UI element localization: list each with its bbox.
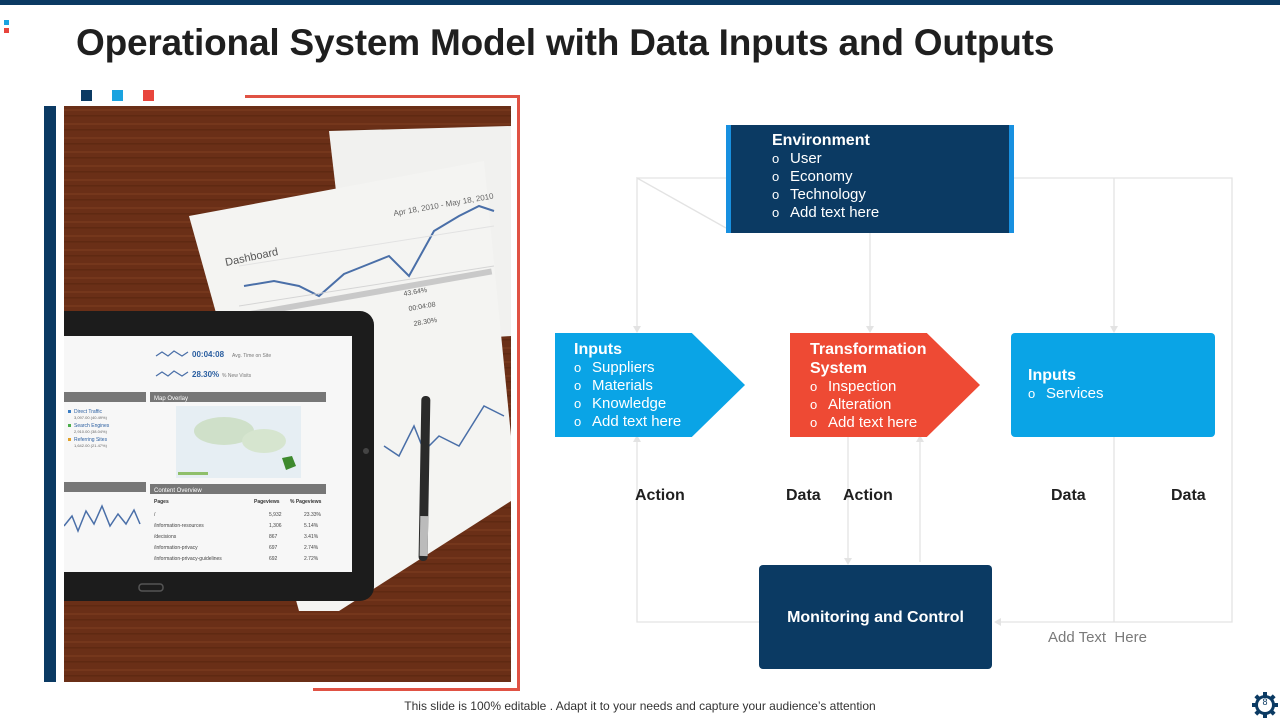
inputs-item: Knowledge	[574, 395, 745, 413]
screen-source-2: Search Engines	[74, 423, 110, 429]
gear-icon	[1251, 691, 1279, 719]
slide-footer: This slide is 100% editable . Adapt it t…	[404, 699, 876, 713]
screen-table-row: /decisions	[154, 534, 177, 540]
label-action-1: Action	[635, 487, 685, 504]
screen-table-cell: 2.74%	[304, 545, 319, 551]
transformation-title-line2: System	[810, 360, 867, 377]
environment-item: User	[772, 150, 1009, 168]
outputs-title: Inputs	[1028, 367, 1076, 384]
label-action-2: Action	[843, 487, 893, 504]
screen-table-row: /information-resources	[154, 523, 204, 529]
screen-table-header-pages: Pages	[154, 499, 169, 505]
paper-stat-2: 00:04:08	[408, 301, 436, 313]
label-data-3: Data	[1171, 487, 1206, 504]
corner-accent-cyan	[4, 20, 9, 25]
dashboard-photo: Dashboard Apr 18, 2010 - May 18, 2010 43…	[64, 106, 511, 682]
label-data-2: Data	[1051, 487, 1086, 504]
screen-table-cell: 1,306	[269, 523, 282, 529]
environment-item: Technology	[772, 186, 1009, 204]
transformation-title-line1: Transformation	[810, 341, 927, 358]
screen-table-cell: 867	[269, 534, 278, 540]
screen-source-1: Direct Traffic	[74, 409, 102, 415]
screen-time-on-site-label: Avg. Time on Site	[232, 353, 271, 359]
screen-map-overlay: Map Overlay	[154, 396, 188, 402]
screen-source-3: Referring Sites	[74, 437, 108, 443]
screen-table-cell: 23.33%	[304, 512, 322, 518]
label-add-text: Add Text Here	[1048, 629, 1147, 646]
screen-source-1-value: 3,097.00 (40.49%)	[74, 415, 108, 420]
transformation-item: Alteration	[810, 396, 980, 414]
screen-table-row: /information-privacy-guidelines	[154, 556, 222, 562]
inputs-title: Inputs	[574, 341, 622, 358]
screen-table-cell: 5,932	[269, 512, 282, 518]
photo-frame-right	[517, 95, 520, 691]
screen-source-2-value: 2,910.00 (38.04%)	[74, 429, 108, 434]
environment-box: Environment User Economy Technology Add …	[726, 125, 1014, 233]
label-data-1: Data	[786, 487, 821, 504]
accent-square-navy	[81, 90, 92, 101]
screen-table-cell: 5.14%	[304, 523, 319, 529]
screen-table-cell: 3.41%	[304, 534, 319, 540]
inputs-item: Materials	[574, 377, 745, 395]
screen-table-cell: 697	[269, 545, 278, 551]
transformation-item: Inspection	[810, 378, 980, 396]
screen-new-visits: 28.30%	[192, 370, 219, 379]
page-number: 8	[1262, 697, 1268, 707]
outputs-box: Inputs Services	[1011, 333, 1215, 437]
outputs-item: Services	[1028, 385, 1215, 403]
inputs-item: Add text here	[574, 413, 745, 431]
screen-table-cell: 2.72%	[304, 556, 319, 562]
environment-item: Add text here	[772, 204, 1009, 222]
left-navy-bar	[44, 106, 56, 682]
photo-frame-top	[245, 95, 520, 98]
screen-new-visits-label: % New Visits	[222, 373, 252, 379]
paper-stat-3: 28.30%	[413, 317, 438, 328]
screen-table-header-percent: % Pageviews	[290, 499, 322, 505]
screen-table-header-pageviews: Pageviews	[254, 499, 280, 505]
connector-lines	[633, 176, 1233, 626]
screen-table-cell: 692	[269, 556, 278, 562]
monitoring-box: Monitoring and Control	[759, 565, 992, 669]
slide-title: Operational System Model with Data Input…	[76, 22, 1055, 63]
accent-square-red	[143, 90, 154, 101]
screen-content-overview: Content Overview	[154, 488, 202, 494]
screen-table-row: /information-privacy	[154, 545, 198, 551]
environment-title: Environment	[772, 132, 870, 149]
top-accent-bar	[0, 0, 1280, 5]
accent-square-cyan	[112, 90, 123, 101]
corner-accent-red	[4, 28, 9, 33]
screen-time-on-site: 00:04:08	[192, 350, 225, 359]
environment-item: Economy	[772, 168, 1009, 186]
monitoring-title: Monitoring and Control	[787, 608, 964, 626]
screen-source-3-value: 1,642.00 (21.47%)	[74, 443, 108, 448]
photo-frame-bottom	[313, 688, 520, 691]
screen-table-row: /	[154, 512, 156, 518]
transformation-item: Add text here	[810, 414, 980, 432]
paper-stat-1: 43.64%	[403, 287, 428, 298]
inputs-item: Suppliers	[574, 359, 745, 377]
